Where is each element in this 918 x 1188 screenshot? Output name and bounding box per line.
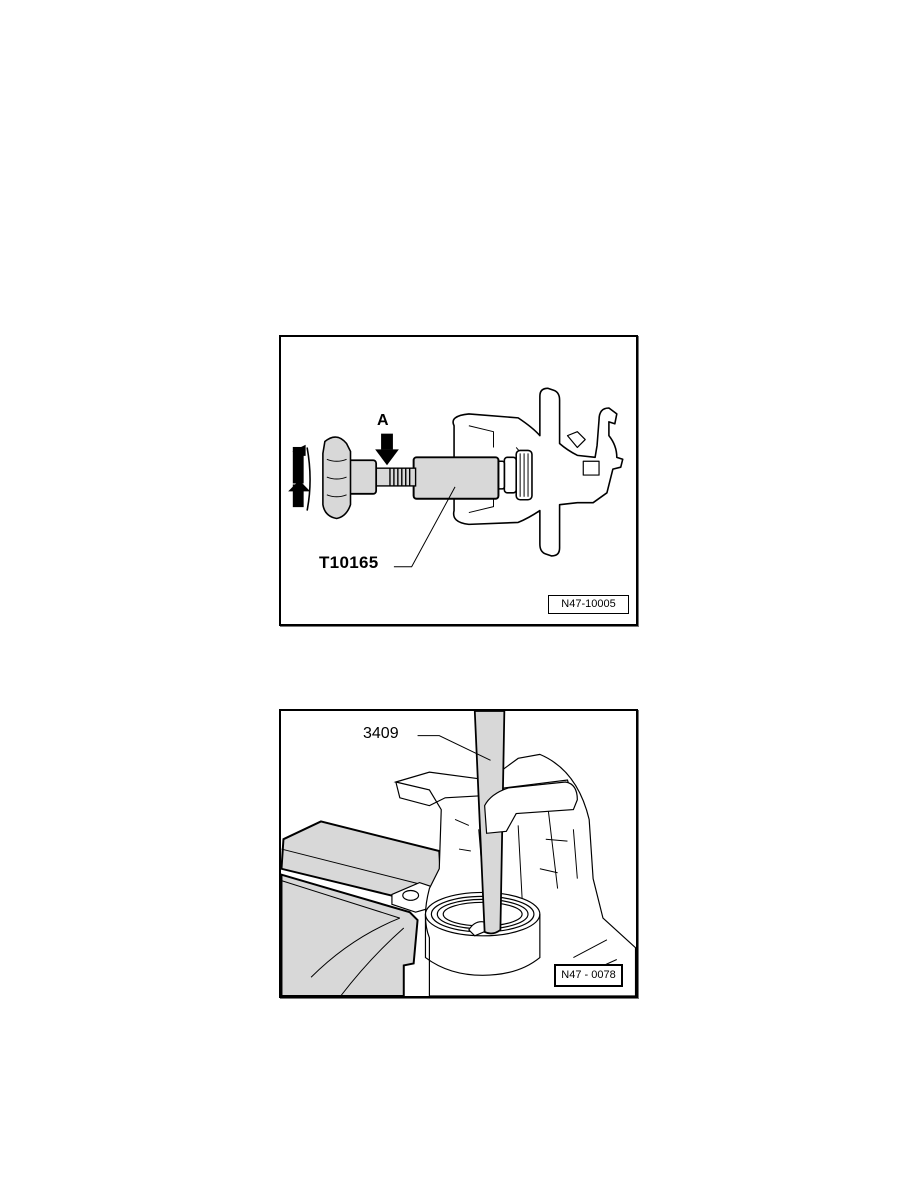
rotation-arrows-icon: [288, 444, 311, 511]
tool-t10165-cylinder: [412, 456, 500, 500]
tool-t10165-label: T10165: [319, 553, 379, 572]
caliper-body: [393, 753, 636, 996]
caliper-reset-illustration: [288, 387, 624, 568]
piston-bore: [424, 891, 541, 976]
star-knob: [322, 436, 352, 520]
threaded-spindle: [375, 467, 417, 487]
piston-bore-illustration: [281, 711, 636, 996]
tool-leader-line: [417, 735, 491, 761]
arrow-a-icon: [375, 433, 399, 466]
figure-reference-code: N47 - 0078: [554, 964, 623, 987]
figure-caliper-reset-tool: A T10165 N47-10005: [279, 335, 638, 626]
mounting-tab: [391, 881, 433, 913]
caliper-arm: [484, 781, 578, 834]
arrow-a-label: A: [377, 412, 389, 429]
brake-pad-housing: [281, 820, 443, 996]
figure-piston-bore-tool: 3409 N47 - 0078: [279, 709, 638, 998]
brake-caliper-drawing: [452, 387, 624, 557]
figure-reference-code: N47-10005: [548, 595, 629, 614]
tool-3409-label: 3409: [363, 725, 399, 742]
tool-leader-line: [393, 486, 456, 568]
